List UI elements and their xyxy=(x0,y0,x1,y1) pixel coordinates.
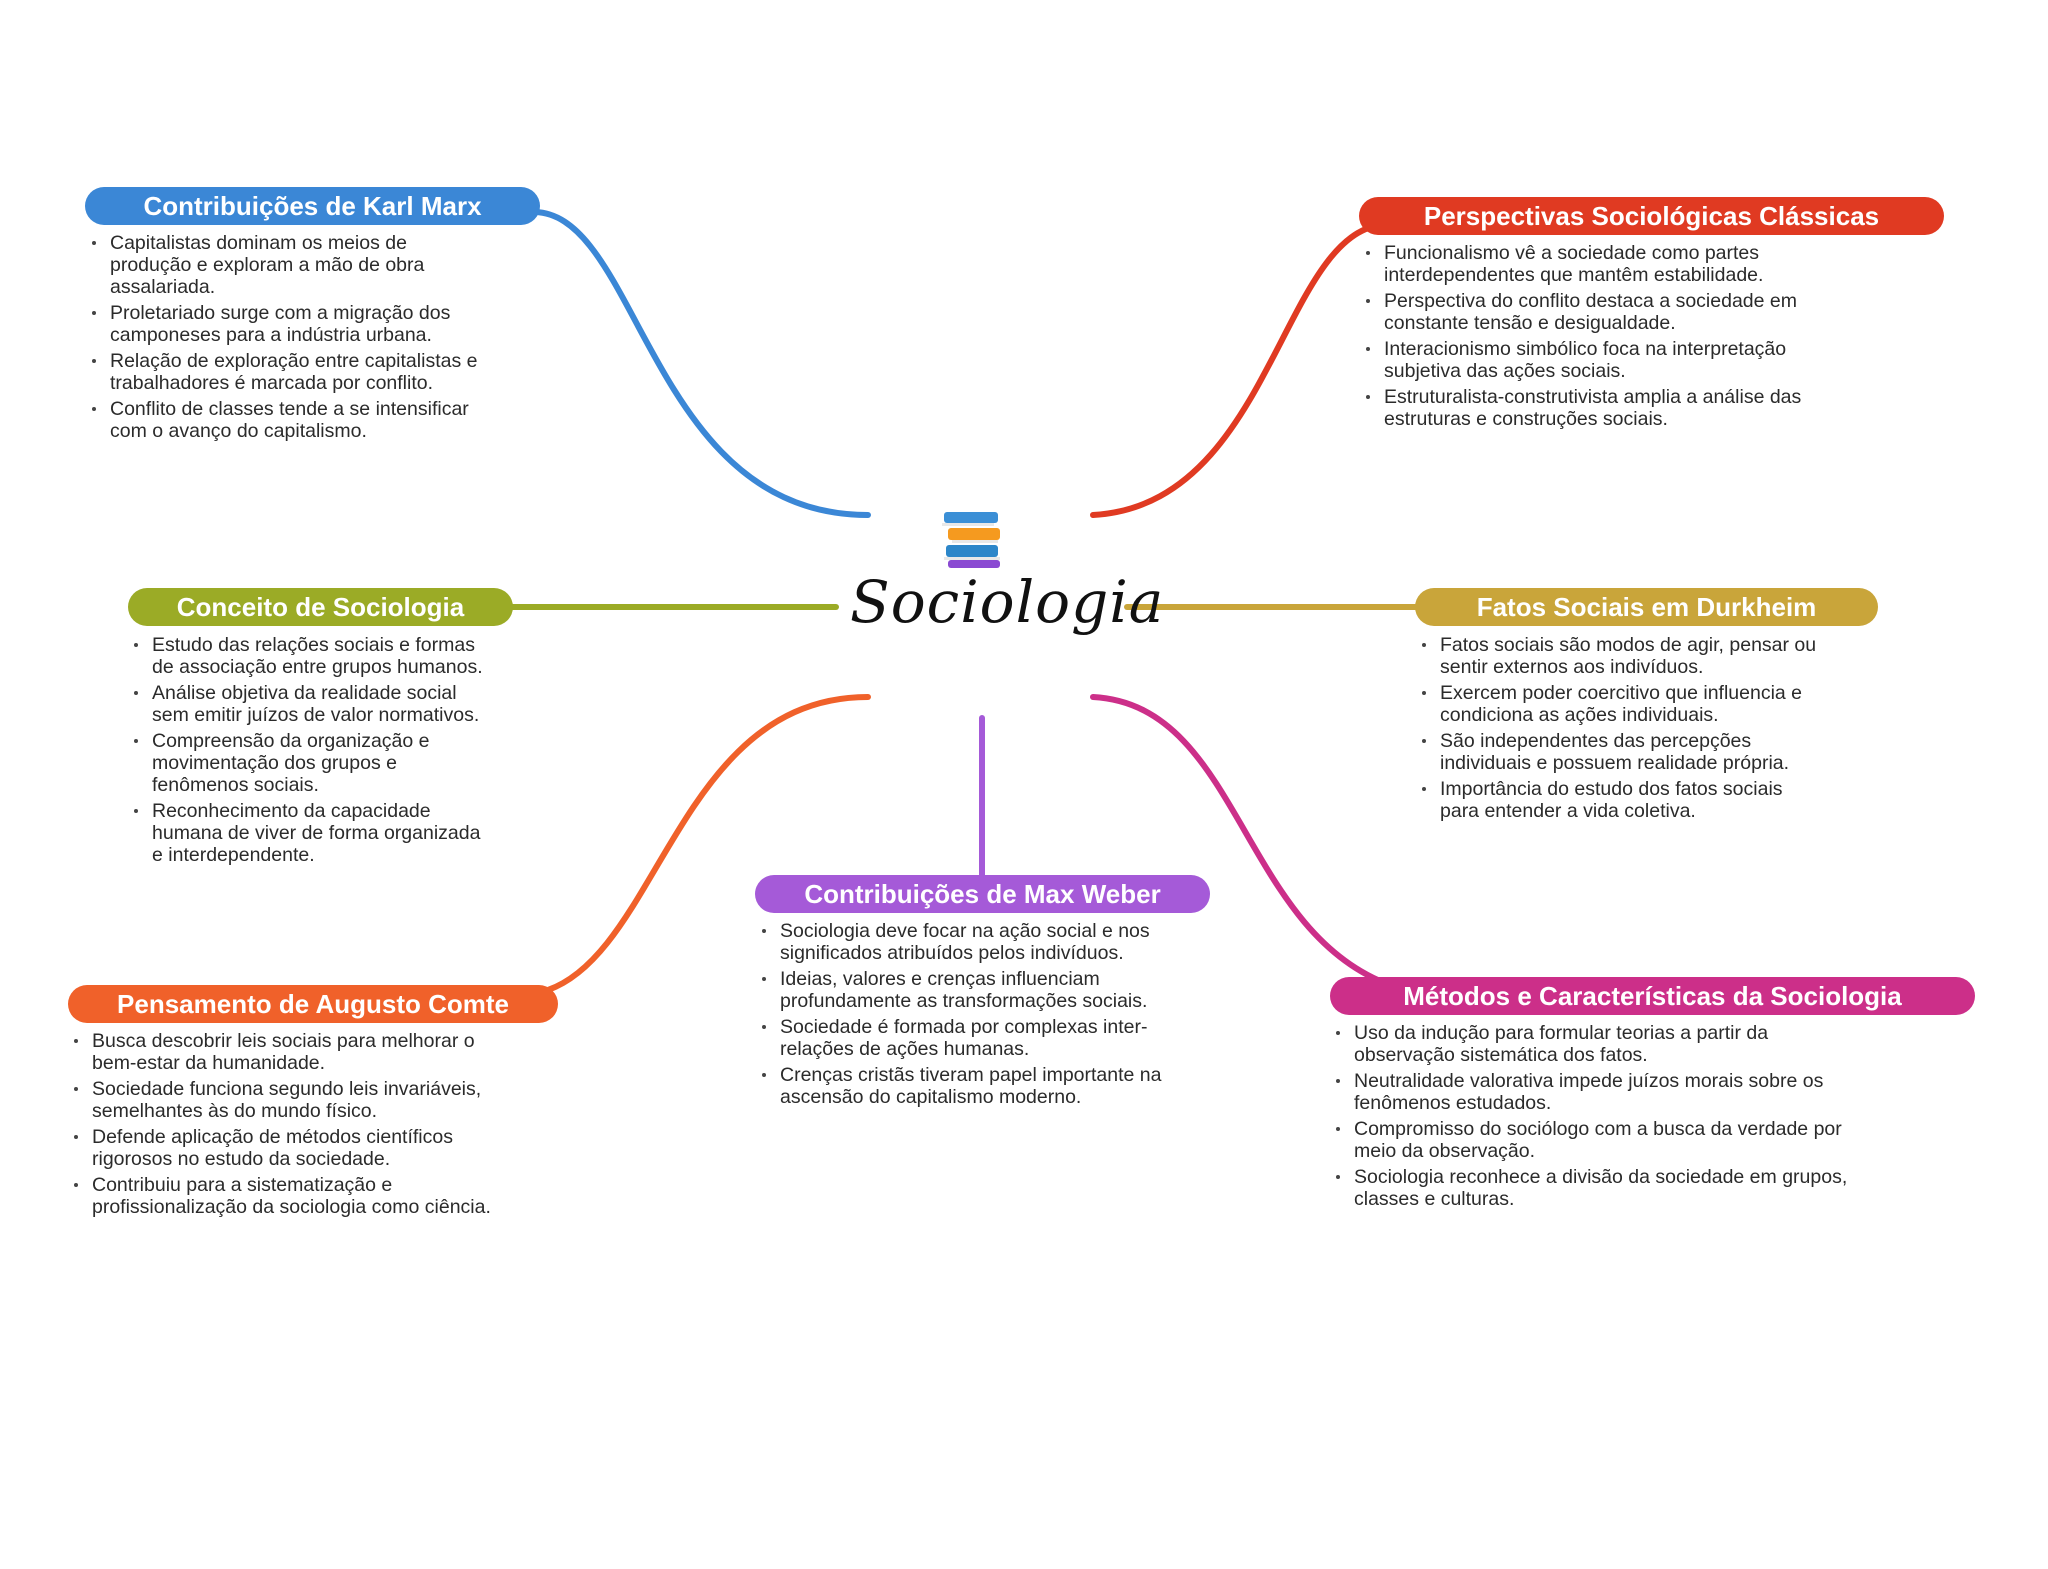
branch-list-comte: Busca descobrir leis sociais para melhor… xyxy=(74,1030,494,1222)
branch-title-perspectivas: Perspectivas Sociológicas Clássicas xyxy=(1359,197,1944,235)
list-item: Capitalistas dominam os meios de produçã… xyxy=(92,232,487,298)
list-item: Ideias, valores e crenças influenciam pr… xyxy=(762,968,1162,1012)
list-item: Compreensão da organização e movimentaçã… xyxy=(134,730,494,796)
list-item: Uso da indução para formular teorias a p… xyxy=(1336,1022,1856,1066)
central-topic: Sociologia xyxy=(850,568,1165,636)
list-item: Relação de exploração entre capitalistas… xyxy=(92,350,487,394)
list-item: Análise objetiva da realidade social sem… xyxy=(134,682,494,726)
list-item: Crenças cristãs tiveram papel importante… xyxy=(762,1064,1162,1108)
list-item: Sociedade funciona segundo leis invariáv… xyxy=(74,1078,494,1122)
branch-title-metodos: Métodos e Características da Sociologia xyxy=(1330,977,1975,1015)
connector-perspectivas xyxy=(1090,222,1383,518)
list-item: São independentes das percepções individ… xyxy=(1422,730,1822,774)
branch-title-durkheim: Fatos Sociais em Durkheim xyxy=(1415,588,1878,626)
branch-title-marx: Contribuições de Karl Marx xyxy=(85,187,540,225)
list-item: Sociologia reconhece a divisão da socied… xyxy=(1336,1166,1856,1210)
connector-marx xyxy=(532,209,871,518)
list-item: Proletariado surge com a migração dos ca… xyxy=(92,302,487,346)
list-item: Exercem poder coercitivo que influencia … xyxy=(1422,682,1822,726)
branch-list-metodos: Uso da indução para formular teorias a p… xyxy=(1336,1022,1856,1214)
connector-metodos xyxy=(1090,694,1393,988)
list-item: Contribuiu para a sistematização e profi… xyxy=(74,1174,494,1218)
list-item: Importância do estudo dos fatos sociais … xyxy=(1422,778,1822,822)
list-item: Sociedade é formada por complexas inter-… xyxy=(762,1016,1162,1060)
list-item: Interacionismo simbólico foca na interpr… xyxy=(1366,338,1836,382)
list-item: Sociologia deve focar na ação social e n… xyxy=(762,920,1162,964)
list-item: Estudo das relações sociais e formas de … xyxy=(134,634,494,678)
list-item: Reconhecimento da capacidade humana de v… xyxy=(134,800,494,866)
list-item: Perspectiva do conflito destaca a socied… xyxy=(1366,290,1836,334)
branch-title-comte: Pensamento de Augusto Comte xyxy=(68,985,558,1023)
branch-list-conceito: Estudo das relações sociais e formas de … xyxy=(134,634,494,870)
list-item: Neutralidade valorativa impede juízos mo… xyxy=(1336,1070,1856,1114)
branch-list-durkheim: Fatos sociais são modos de agir, pensar … xyxy=(1422,634,1822,826)
list-item: Defende aplicação de métodos científicos… xyxy=(74,1126,494,1170)
branch-list-weber: Sociologia deve focar na ação social e n… xyxy=(762,920,1162,1112)
branch-title-weber: Contribuições de Max Weber xyxy=(755,875,1210,913)
list-item: Busca descobrir leis sociais para melhor… xyxy=(74,1030,494,1074)
branch-list-marx: Capitalistas dominam os meios de produçã… xyxy=(92,232,487,446)
list-item: Compromisso do sociólogo com a busca da … xyxy=(1336,1118,1856,1162)
connector-comte xyxy=(545,694,871,993)
list-item: Funcionalismo vê a sociedade como partes… xyxy=(1366,242,1836,286)
list-item: Estruturalista-construtivista amplia a a… xyxy=(1366,386,1836,430)
books-icon xyxy=(942,512,1000,568)
branch-list-perspectivas: Funcionalismo vê a sociedade como partes… xyxy=(1366,242,1836,434)
list-item: Conflito de classes tende a se intensifi… xyxy=(92,398,487,442)
list-item: Fatos sociais são modos de agir, pensar … xyxy=(1422,634,1822,678)
branch-title-conceito: Conceito de Sociologia xyxy=(128,588,513,626)
